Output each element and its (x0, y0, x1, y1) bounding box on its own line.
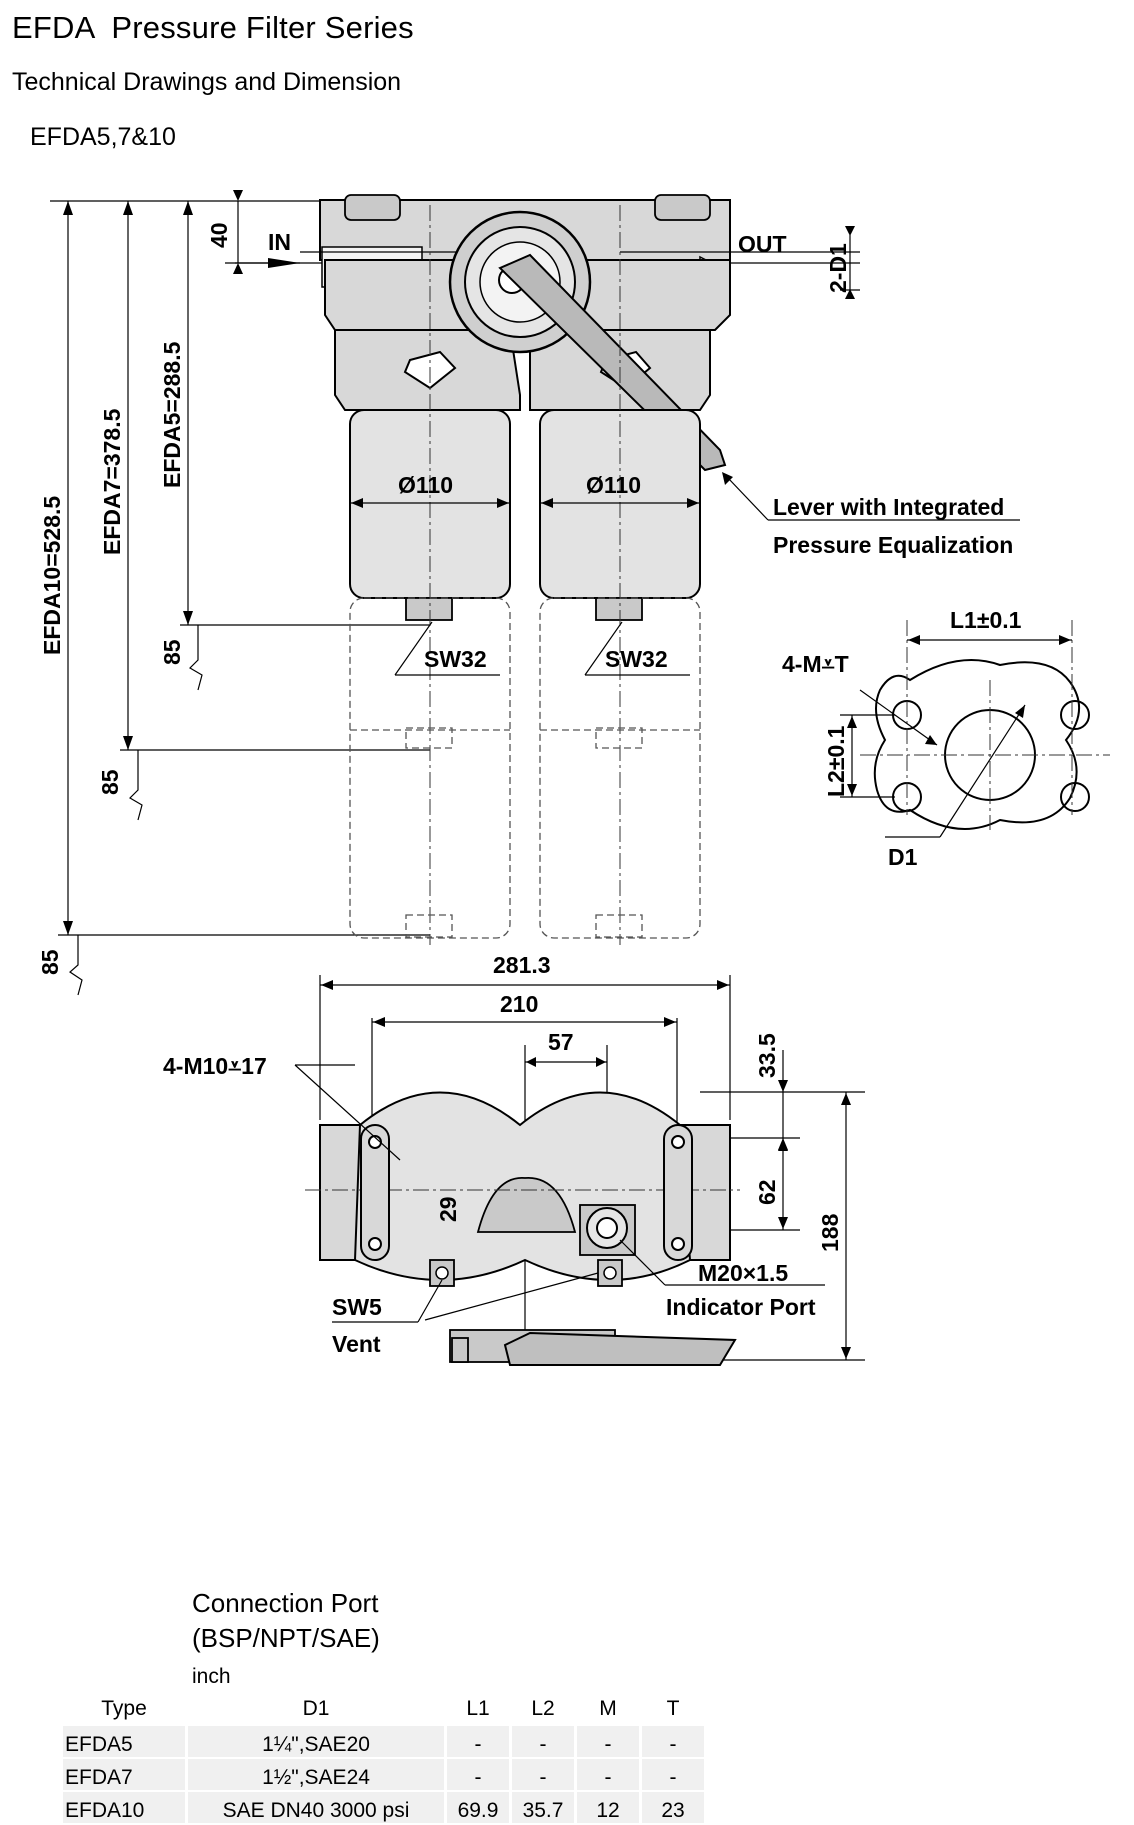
row-d1: 1½",SAE24 (188, 1759, 444, 1790)
table-row: EFDA10 SAE DN40 3000 psi 69.9 35.7 12 23 (63, 1792, 704, 1823)
sw5-label: SW5 (332, 1294, 382, 1320)
col-l1: L1 (466, 1697, 490, 1720)
front-view: 40 IN OUT 2-D1 EFDA10=528.5 EFDA7=378.5 … (37, 190, 1020, 996)
dim-40: 40 (206, 222, 232, 248)
row-l2: 35.7 (512, 1792, 574, 1823)
dim-62: 62 (754, 1179, 780, 1205)
efda10-height: EFDA10=528.5 (39, 496, 65, 655)
connection-port-unit: inch (192, 1665, 231, 1688)
dim-57: 57 (548, 1029, 574, 1055)
dim-29: 29 (435, 1196, 461, 1222)
connection-port-title: Connection Port (192, 1588, 379, 1618)
col-m: M (599, 1697, 617, 1720)
table-row: EFDA5 1¼",SAE20 - - - - (63, 1726, 704, 1757)
dim-2d1: 2-D1 (825, 243, 851, 293)
technical-drawing: 40 IN OUT 2-D1 EFDA10=528.5 EFDA7=378.5 … (37, 190, 1110, 1366)
row-m: - (577, 1726, 639, 1757)
lever-note-line2: Pressure Equalization (773, 532, 1013, 558)
dim-210: 210 (500, 991, 538, 1017)
bowl-diameter-left: Ø110 (398, 472, 453, 498)
row-d1: 1¼",SAE20 (188, 1726, 444, 1757)
vent-label: Vent (332, 1331, 381, 1357)
sw32-left-label: SW32 (424, 646, 487, 672)
page-title: EFDA Pressure Filter Series (12, 10, 414, 45)
m20-label: M20×1.5 (698, 1260, 788, 1286)
clearance-85-c: 85 (37, 949, 63, 975)
model-list: EFDA5,7&10 (30, 123, 176, 151)
dim-33-5: 33.5 (754, 1033, 780, 1078)
row-l1: - (447, 1759, 509, 1790)
row-l2: - (512, 1726, 574, 1757)
flange-l2: L2±0.1 (823, 725, 849, 797)
row-l1: 69.9 (447, 1792, 509, 1823)
flange-l1: L1±0.1 (950, 607, 1022, 633)
out-label: OUT (738, 231, 787, 257)
row-t: - (642, 1759, 704, 1790)
table-header-row: Type D1 L1 L2 M T (63, 1694, 704, 1724)
mount-thread: 4-M10⩡17 (163, 1053, 267, 1079)
connection-port-subtitle: (BSP/NPT/SAE) (192, 1623, 380, 1653)
bowl-diameter-right: Ø110 (586, 472, 641, 498)
row-l1: - (447, 1726, 509, 1757)
row-type: EFDA7 (63, 1759, 185, 1790)
row-l2: - (512, 1759, 574, 1790)
col-type: Type (101, 1697, 147, 1720)
row-t: 23 (642, 1792, 704, 1823)
col-d1: D1 (302, 1697, 330, 1720)
clearance-85-a: 85 (159, 639, 185, 665)
flange-thread: 4-M⩡T (782, 651, 849, 677)
efda5-height: EFDA5=288.5 (159, 341, 185, 488)
top-view: 281.3 210 57 33.5 62 188 29 4-M10⩡17 SW5… (163, 952, 865, 1366)
dim-281: 281.3 (493, 952, 551, 978)
row-t: - (642, 1726, 704, 1757)
indicator-port-label: Indicator Port (666, 1294, 816, 1320)
dim-188: 188 (817, 1213, 843, 1252)
efda7-height: EFDA7=378.5 (99, 408, 125, 555)
clearance-85-b: 85 (97, 769, 123, 795)
flange-view: L1±0.1 L2±0.1 4-M⩡T D1 (782, 607, 1110, 870)
in-label: IN (268, 229, 291, 255)
sw32-right-label: SW32 (605, 646, 668, 672)
col-l2: L2 (531, 1697, 555, 1720)
page-subtitle: Technical Drawings and Dimension (12, 68, 402, 96)
table-row: EFDA7 1½",SAE24 - - - - (63, 1759, 704, 1790)
lever-note-line1: Lever with Integrated (773, 494, 1004, 520)
row-m: 12 (577, 1792, 639, 1823)
flange-d1: D1 (888, 844, 918, 870)
row-m: - (577, 1759, 639, 1790)
row-d1: SAE DN40 3000 psi (188, 1792, 444, 1823)
row-type: EFDA5 (63, 1726, 185, 1757)
connection-port-table: Type D1 L1 L2 M T EFDA5 1¼",SAE20 - - - … (60, 1692, 707, 1825)
col-t: T (666, 1697, 680, 1720)
row-type: EFDA10 (63, 1792, 185, 1823)
